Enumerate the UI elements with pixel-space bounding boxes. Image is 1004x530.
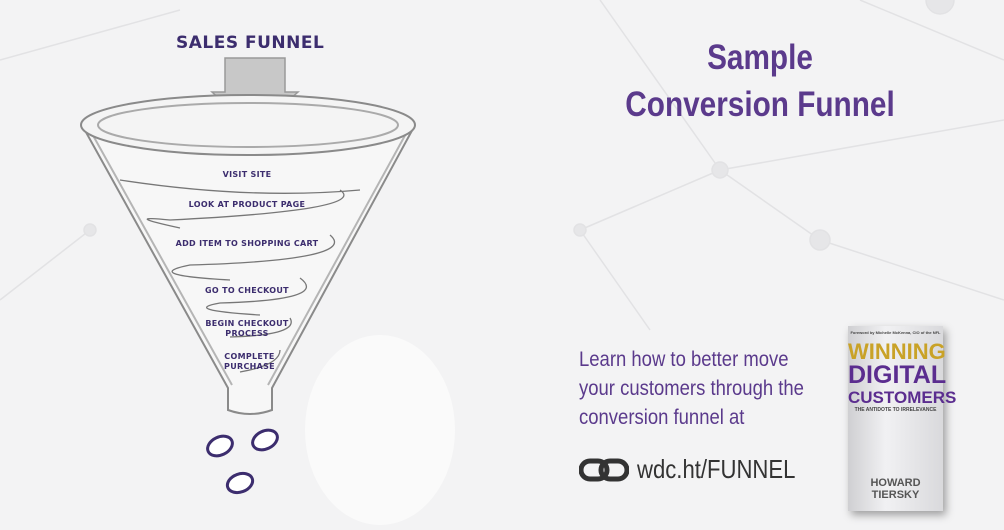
book-title-1: WINNING <box>848 339 946 364</box>
book-title-2: DIGITAL <box>848 361 947 389</box>
title-line-1: Sample <box>707 38 813 77</box>
funnel-step: LOOK AT PRODUCT PAGE <box>188 200 306 209</box>
book-title-3: CUSTOMERS <box>848 388 957 407</box>
funnel-step: COMPLETE PURCHASE <box>224 352 275 371</box>
funnel-title: SALES FUNNEL <box>176 33 325 53</box>
page-title: Sample Conversion Funnel <box>590 34 930 128</box>
link-icon <box>579 458 629 481</box>
funnel-step: BEGIN CHECKOUT PROCESS <box>205 319 289 338</box>
funnel-link[interactable]: wdc.ht/FUNNEL <box>579 454 823 485</box>
title-line-2: Conversion Funnel <box>625 85 895 124</box>
funnel-icon <box>80 94 416 415</box>
funnel-step: VISIT SITE <box>222 170 272 179</box>
book-author: HOWARD TIERSKY <box>870 477 921 501</box>
cta-text: Learn how to better move your customers … <box>579 348 804 429</box>
link-text[interactable]: wdc.ht/FUNNEL <box>637 454 796 484</box>
book-foreword: Foreword by Michelle McKenna, CIO of the… <box>850 330 941 335</box>
coin-icons <box>206 428 279 495</box>
book-cover[interactable]: Foreword by Michelle McKenna, CIO of the… <box>848 326 957 511</box>
book-subtitle: THE ANTIDOTE TO IRRELEVANCE <box>854 407 937 413</box>
funnel-step: GO TO CHECKOUT <box>205 286 289 295</box>
funnel-step: ADD ITEM TO SHOPPING CART <box>175 239 319 248</box>
